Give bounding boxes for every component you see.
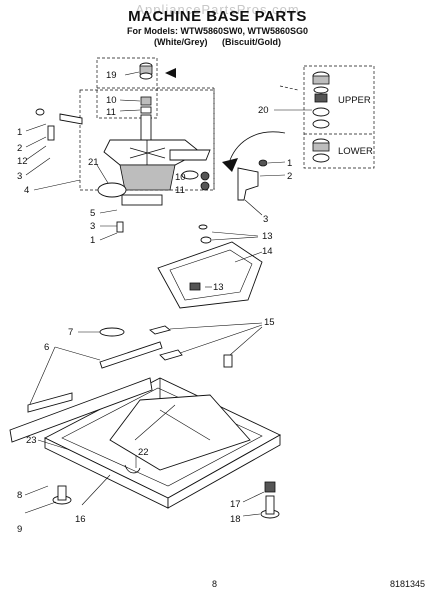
callout-20: 20 [258,105,269,116]
top-box-parts [119,62,153,114]
label-upper: UPPER [338,95,371,106]
callout-15: 15 [264,317,275,328]
gearcase-assembly [79,89,215,241]
callout-8: 8 [17,490,22,501]
callout-22: 22 [138,447,149,458]
mounting-tray [157,224,263,309]
page-number: 8 [212,579,218,589]
upper-lower-box [274,65,375,169]
callout-11-right: 11 [175,185,185,196]
model-list: For Models: WTW5860SW0, WTW5860SG0 [126,26,309,36]
color-variants: (White/Grey) (Biscuit/Gold) [0,37,435,47]
variant-biscuit: (Biscuit/Gold) [222,37,282,47]
callout-13-upper: 13 [262,231,273,242]
callout-18: 18 [230,514,241,525]
callout-11: 11 [106,107,116,118]
page-title: MACHINE BASE PARTS [128,8,307,25]
callout-9: 9 [17,524,22,535]
callout-12: 12 [17,156,28,167]
callout-1-center: 1 [90,235,95,246]
callout-3-left: 3 [17,171,22,182]
callout-4: 4 [24,185,29,196]
callout-1-left: 1 [17,127,22,138]
brackets-and-clips [27,322,263,413]
callout-23: 23 [26,435,37,446]
callout-1-right: 1 [287,158,292,169]
callout-19: 19 [106,70,117,81]
variant-white: (White/Grey) [153,37,208,47]
left-fasteners [25,108,109,191]
callout-6: 6 [44,342,49,353]
label-lower: LOWER [338,146,373,157]
bracket-callout [222,131,286,216]
callout-17: 17 [230,499,241,510]
callout-2-left: 2 [17,143,22,154]
callout-16: 16 [75,514,86,525]
callout-labels: 19 10 11 20 UPPER LOWER 1 2 12 3 4 21 10… [17,70,373,535]
callout-14: 14 [262,246,273,257]
watermark: AppliancePartsPros.com [135,2,300,17]
callout-21: 21 [88,157,99,168]
callout-10: 10 [106,95,117,106]
callout-10-right: 10 [175,172,186,183]
base-frame [9,377,281,519]
callout-13-lower: 13 [213,282,224,293]
callout-2-right: 2 [287,171,292,182]
callout-5: 5 [90,208,95,219]
callout-7: 7 [68,327,73,338]
document-id: 8181345 [390,579,426,589]
callout-3-right: 3 [263,214,268,225]
callout-3-center: 3 [90,221,95,232]
